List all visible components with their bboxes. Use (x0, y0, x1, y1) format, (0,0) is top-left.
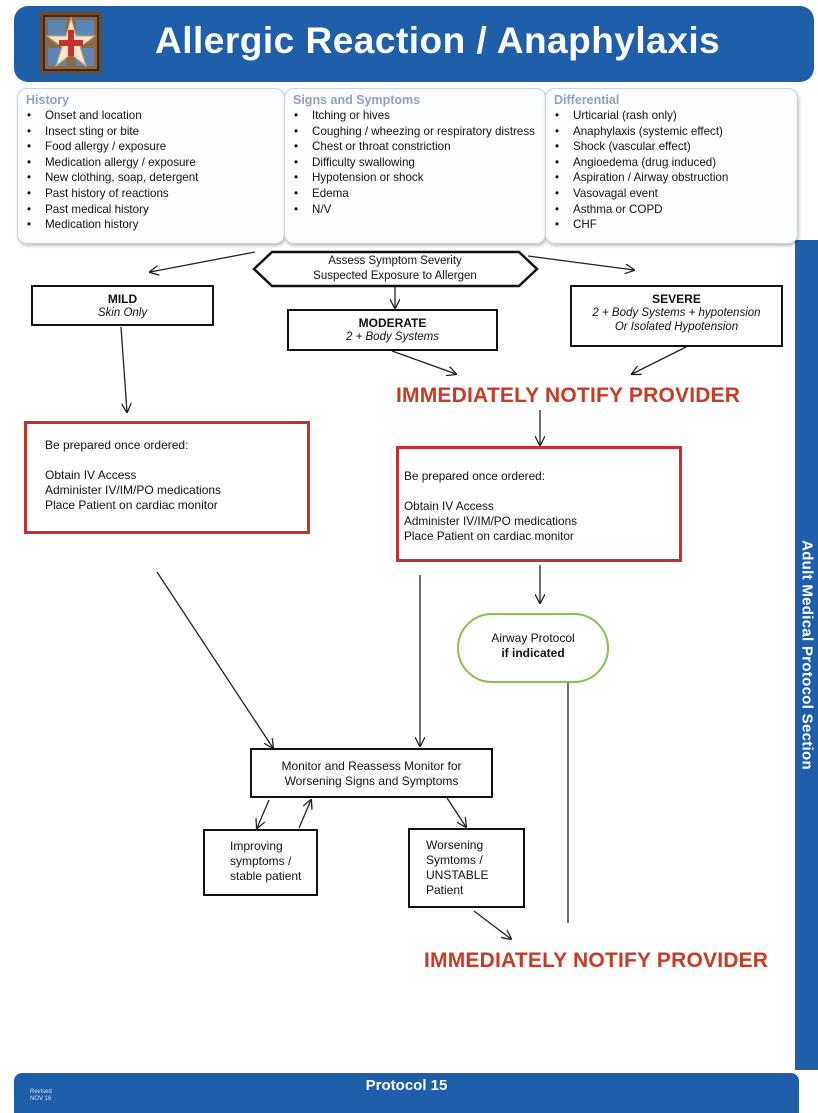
list-item: Angioedema (drug induced) (555, 155, 791, 171)
list-item: Shock (vascular effect) (555, 139, 791, 155)
star-of-life-logo-icon (40, 12, 102, 74)
list-item: Itching or hives (294, 108, 539, 124)
differential-panel: Differential Urticarial (rash only) Anap… (545, 88, 798, 244)
list-item: CHF (555, 217, 791, 233)
list-item: Past medical history (27, 202, 278, 218)
list-item: Anaphylaxis (systemic effect) (555, 124, 791, 140)
list-item: Aspiration / Airway obstruction (555, 170, 791, 186)
list-item: Vasovagal event (555, 186, 791, 202)
list-item: Edema (294, 186, 539, 202)
list-item: Urticarial (rash only) (555, 108, 791, 124)
improving-line: symptoms / (230, 854, 292, 868)
list-item: Medication history (27, 217, 278, 233)
list-item: N/V (294, 202, 539, 218)
airway-protocol-node: Airway Protocol if indicated (457, 613, 609, 683)
prep-box-right: Be prepared once ordered: Obtain IV Acce… (396, 446, 682, 562)
prep-line: Obtain IV Access (404, 499, 494, 513)
improving-box: Improving symptoms / stable patient (203, 829, 318, 896)
moderate-box: MODERATE 2 + Body Systems (287, 309, 498, 351)
notify-provider-alert: IMMEDIATELY NOTIFY PROVIDER (396, 384, 741, 407)
list-item: Food allergy / exposure (27, 139, 278, 155)
prep-line: Administer IV/IM/PO medications (45, 483, 222, 497)
list-item: Insect sting or bite (27, 124, 278, 140)
page-title: Allergic Reaction / Anaphylaxis (155, 20, 721, 61)
prep-box-left: Be prepared once ordered: Obtain IV Acce… (24, 421, 310, 534)
section-side-bar (795, 240, 818, 1070)
prep-line: Administer IV/IM/PO medications (404, 514, 578, 528)
assess-hexagon (252, 250, 539, 288)
severe-subtitle-2: Or Isolated Hypotension (614, 321, 739, 333)
prep-heading: Be prepared once ordered: (45, 438, 189, 452)
airway-line-1: Airway Protocol (491, 631, 575, 645)
worsening-box: Worsening Symtoms / UNSTABLE Patient (408, 828, 525, 908)
prep-line: Place Patient on cardiac monitor (45, 498, 218, 512)
assess-line-2: Suspected Exposure to Allergen (313, 269, 477, 282)
list-item: Medication allergy / exposure (27, 155, 278, 171)
worsening-line: Worsening (426, 838, 484, 852)
list-item: Hypotension or shock (294, 170, 539, 186)
worsening-line: Symtoms / (426, 853, 483, 867)
signs-heading: Signs and Symptoms (293, 93, 421, 107)
improving-line: stable patient (230, 869, 302, 883)
differential-heading: Differential (554, 93, 620, 107)
header-bar (14, 6, 814, 82)
mild-subtitle: Skin Only (97, 307, 148, 319)
prep-line: Place Patient on cardiac monitor (404, 529, 574, 543)
list-item: Past history of reactions (27, 186, 278, 202)
history-heading: History (26, 93, 70, 107)
assess-label: Assess Symptom Severity Suspected Exposu… (262, 254, 528, 283)
mild-title: MILD (107, 292, 138, 306)
history-panel: History Onset and location Insect sting … (17, 88, 285, 244)
revised-label: Revised (30, 1089, 52, 1095)
revised-date: Revised NOV 16 (30, 1089, 52, 1103)
severe-subtitle-1: 2 + Body Systems + hypotension (592, 307, 761, 319)
monitor-line-1: Monitor and Reassess Monitor for (281, 759, 462, 773)
signs-symptoms-panel: Signs and Symptoms Itching or hives Coug… (284, 88, 546, 244)
worsening-line: UNSTABLE (426, 868, 489, 882)
assess-line-1: Assess Symptom Severity (328, 255, 462, 267)
improving-line: Improving (230, 839, 283, 853)
list-item: Onset and location (27, 108, 278, 124)
worsening-line: Patient (426, 883, 464, 897)
list-item: Chest or throat constriction (294, 139, 539, 155)
airway-line-2: if indicated (501, 646, 565, 660)
severe-title: SEVERE (652, 292, 701, 306)
list-item: New clothing, soap, detergent (27, 170, 278, 186)
moderate-subtitle: 2 + Body Systems (346, 331, 439, 343)
notify-provider-alert: IMMEDIATELY NOTIFY PROVIDER (424, 949, 769, 972)
list-item: Difficulty swallowing (294, 155, 539, 171)
prep-line: Obtain IV Access (45, 468, 137, 482)
revised-date-value: NOV 16 (30, 1096, 52, 1102)
protocol-number: Protocol 15 (365, 1077, 448, 1094)
severe-box: SEVERE 2 + Body Systems + hypotension Or… (570, 285, 783, 347)
monitor-line-2: Worsening Signs and Symptoms (284, 774, 459, 788)
footer-bar (14, 1073, 799, 1113)
list-item: Coughing / wheezing or respiratory distr… (294, 124, 539, 140)
prep-heading: Be prepared once ordered: (404, 469, 546, 483)
moderate-title: MODERATE (358, 316, 427, 330)
monitor-box: Monitor and Reassess Monitor for Worseni… (250, 748, 493, 798)
mild-box: MILD Skin Only (31, 285, 214, 326)
list-item: Asthma or COPD (555, 202, 791, 218)
